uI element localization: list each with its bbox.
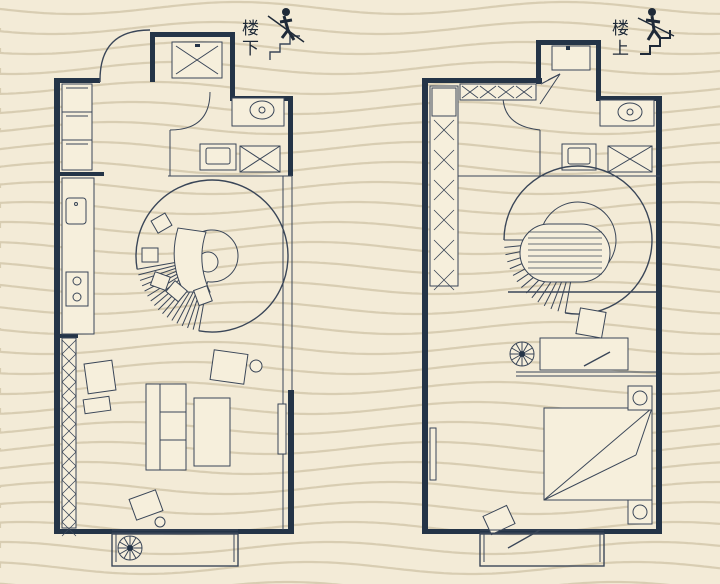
lower-wall-right-upper <box>288 96 293 176</box>
upper-wall-left <box>422 78 428 534</box>
lower-toilet <box>249 100 275 120</box>
lower-floor-label-group: 楼 下 <box>242 8 305 60</box>
upper-floor-label-1: 楼 <box>612 19 629 39</box>
lower-floor-plan <box>54 29 294 567</box>
lower-entry-door-swing <box>99 29 151 81</box>
upper-desk-chair <box>575 307 607 339</box>
lower-wall-bottom <box>54 529 294 534</box>
lower-wall-left <box>54 78 60 534</box>
upper-desk-plant <box>509 341 535 367</box>
lower-wall-entry-right <box>230 32 235 101</box>
lower-storage-cabinet <box>61 337 77 529</box>
person-walking-upstairs-icon <box>637 8 675 55</box>
upper-nightstand-bottom <box>627 499 653 525</box>
upper-desk <box>539 337 629 371</box>
lower-stove <box>65 271 89 307</box>
lower-wall-entry-top <box>150 32 235 37</box>
lower-wardrobe <box>61 83 93 171</box>
lower-dining-set <box>141 212 219 307</box>
lower-dining-chair <box>150 212 173 234</box>
upper-left-wardrobe <box>429 85 459 287</box>
lower-floor-label-2: 下 <box>242 39 259 59</box>
upper-top-wardrobe <box>459 83 537 101</box>
upper-floor-label-2: 上 <box>612 39 629 59</box>
lower-wall-right <box>288 390 294 534</box>
lower-dining-chair <box>149 271 171 292</box>
upper-wall-bath-top <box>598 96 662 101</box>
upper-lounge-chair <box>482 504 516 536</box>
upper-balcony <box>479 533 605 567</box>
lower-balcony <box>111 533 239 567</box>
lower-dining-chair <box>165 280 188 303</box>
upper-floor-label-group: 楼 上 <box>612 8 675 59</box>
lower-kitchen-sink <box>65 197 87 225</box>
person-walking-downstairs-icon <box>267 8 305 60</box>
upper-wall-notch-top <box>536 40 601 45</box>
lower-wall-cabinet-base <box>60 334 78 338</box>
upper-notch-fixture <box>551 45 591 71</box>
upper-wall-right <box>656 96 662 534</box>
lower-tv-cabinet <box>277 403 287 455</box>
upper-desk-lamp <box>583 351 611 367</box>
lower-wall-post <box>54 390 60 396</box>
lower-balcony-plant <box>117 535 143 561</box>
lower-dining-chair <box>141 247 159 263</box>
lower-wall-top <box>54 78 100 83</box>
lower-dining-chair <box>192 285 213 307</box>
lower-wall-kitchen-divider <box>60 172 104 176</box>
lower-wall-entry-left <box>150 32 155 82</box>
lower-lounge-chair <box>128 489 164 521</box>
lower-cabinet-hatching <box>61 339 77 537</box>
upper-bath-door-swing <box>502 95 541 131</box>
upper-floor-plan <box>422 40 662 567</box>
upper-wall-bottom <box>422 529 662 534</box>
upper-wall-tv <box>429 427 437 481</box>
upper-nightstand-top <box>627 385 653 411</box>
lower-armchair-left <box>83 359 117 395</box>
lower-bath-door-swing <box>169 91 211 131</box>
upper-wall-notch-right <box>596 40 601 101</box>
lower-side-table <box>249 359 263 373</box>
lower-floor-label-1: 楼 <box>242 19 259 39</box>
lower-side-ottoman <box>82 395 112 415</box>
upper-toilet <box>617 102 643 122</box>
lower-armchair-right <box>209 349 249 385</box>
lower-coffee-table <box>193 397 231 467</box>
upper-wall-top <box>422 78 542 83</box>
upper-stair-landing <box>519 223 611 283</box>
upper-wall-notch-left <box>536 40 541 84</box>
